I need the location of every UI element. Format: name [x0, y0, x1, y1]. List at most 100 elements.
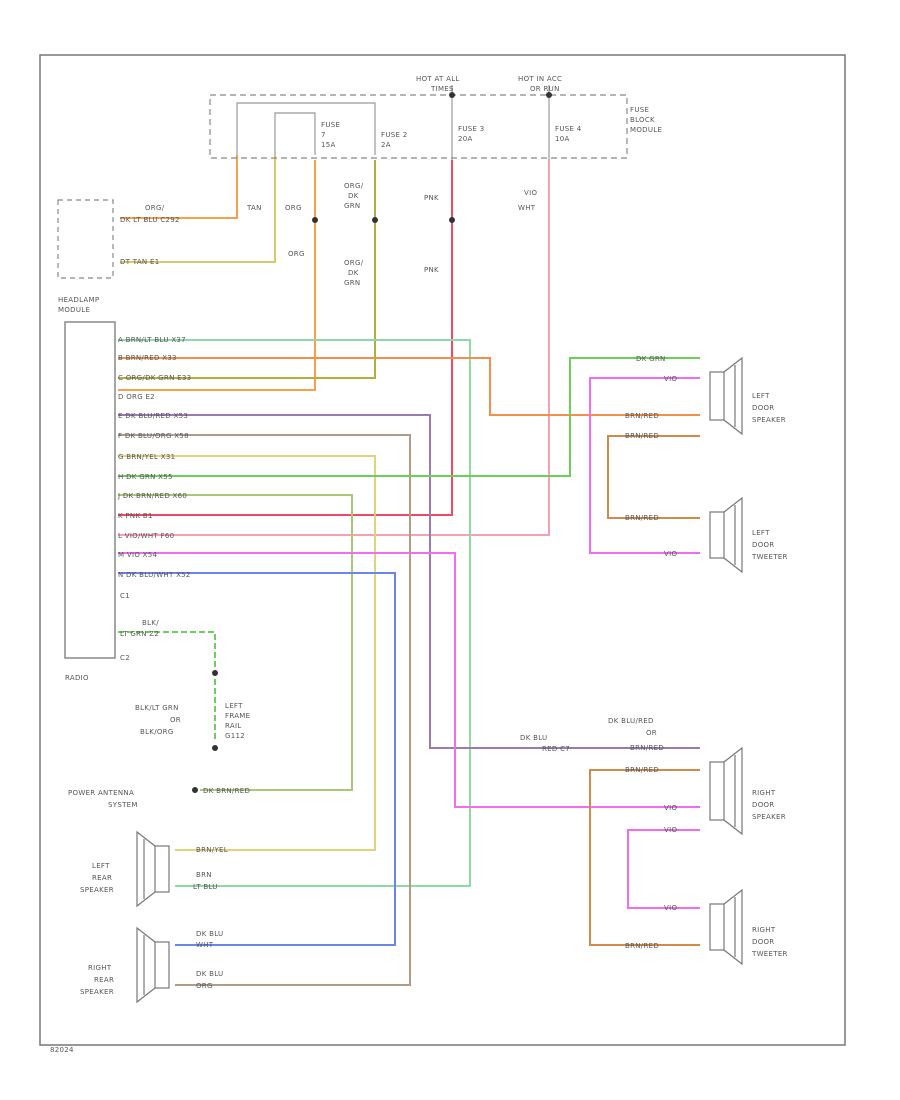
radio-title: RADIO [65, 674, 89, 682]
connector-dots [192, 92, 552, 793]
right-door-speaker-wire-top-2: OR [646, 729, 657, 737]
ground-labels: BLK/LT GRN OR BLK/ORG LEFT FRAME RAIL G1… [135, 702, 250, 740]
fuse-block-labels: HOT AT ALL TIMES HOT IN ACC OR RUN FUSE … [321, 75, 662, 149]
left-door-speaker-wire-1: DK GRN [636, 355, 666, 363]
left-rear-speaker-label-1: LEFT [92, 862, 110, 870]
right-door-tweeter-label-2: DOOR [752, 938, 774, 946]
ground-wire-2: OR [170, 716, 181, 724]
right-door-speaker-wire-a1: DK BLU [520, 734, 547, 742]
fuse-bus-a [236, 102, 376, 155]
right-door-speaker-wire-3: VIO [664, 826, 677, 834]
radio-labels: HEADLAMP MODULE A BRN/LT BLU X37 B BRN/R… [58, 296, 191, 682]
wire-label-org-dkgrn2-b: DK [348, 269, 359, 277]
fuse-2-rating: 2A [381, 141, 391, 149]
radio-ground-wire-a: BLK/ [142, 619, 159, 627]
ground-loc-3: RAIL [225, 722, 242, 730]
right-rear-speaker-wire-2a: DK BLU [196, 970, 223, 978]
or-run-label: OR RUN [530, 85, 560, 93]
dimmer-labels: ORG/ DK LT BLU C292 DT TAN E1 [120, 204, 180, 266]
radio-ground-wire-b: LT GRN Z2 [120, 630, 159, 638]
wire-label-org-dkgrn2-a: ORG/ [344, 259, 364, 267]
right-rear-speaker-label-1: RIGHT [88, 964, 112, 972]
hot-at-all-label: HOT AT ALL [416, 75, 460, 83]
left-rear-speaker-symbol [136, 830, 170, 908]
wire-label-vio: VIO [524, 189, 537, 197]
radio-pin-c: C ORG/DK GRN E33 [118, 374, 191, 382]
left-door-tweeter-labels: LEFT DOOR TWEETER BRN/RED VIO [625, 514, 788, 561]
left-door-tweeter-symbol [709, 496, 743, 574]
fuse-2-name: FUSE 2 [381, 131, 408, 139]
connector-c1-label: C1 [120, 592, 130, 600]
right-door-tweeter-labels: RIGHT DOOR TWEETER VIO BRN/RED [625, 904, 787, 958]
left-door-tweeter-label-1: LEFT [752, 529, 770, 537]
wire-label-org-dkgrn-b: DK [348, 192, 359, 200]
fuse-4-name: FUSE 4 [555, 125, 582, 133]
fuse-1-rating: 7 [321, 131, 326, 139]
fuse-bus-b [274, 112, 316, 155]
times-label: TIMES [430, 85, 454, 93]
left-rear-speaker-wire-2a: BRN [196, 871, 212, 879]
left-rear-speaker-wire-1: BRN/YEL [196, 846, 228, 854]
right-door-tweeter-wire-1: VIO [664, 904, 677, 912]
wire-dkblu-red [118, 414, 700, 749]
right-door-speaker-label-2: DOOR [752, 801, 774, 809]
fuse-4-rating: 10A [555, 135, 570, 143]
radio-pin-j: J DK BRN/RED X60 [117, 492, 187, 500]
wire-label-org-dkgrn-c: GRN [344, 202, 360, 210]
right-door-speaker-label-3: SPEAKER [752, 813, 786, 821]
wire-brn-red-right [589, 769, 700, 946]
wire-tan-dimmer [120, 155, 238, 219]
right-door-tweeter-symbol [709, 888, 743, 966]
power-antenna-wire: DK BRN/RED [203, 787, 250, 795]
wire-brn-red-left [118, 357, 700, 416]
wire-vio-right [627, 829, 700, 909]
right-door-speaker-wire-2: VIO [664, 804, 677, 812]
wire-brn-ltblu [118, 339, 471, 887]
dimmer-wire-1b: DK LT BLU C292 [120, 216, 180, 224]
radio-pin-f: F DK BLU/ORG X58 [118, 432, 189, 440]
right-rear-speaker-symbol [136, 926, 170, 1004]
power-antenna-label-1: POWER ANTENNA [68, 789, 134, 797]
fuse-block-title-2: BLOCK [630, 116, 655, 124]
dimmer-wire-2: DT TAN E1 [120, 258, 159, 266]
radio-pin-l: L VIO/WHT F60 [118, 532, 174, 540]
left-rear-speaker-label-2: REAR [92, 874, 112, 882]
power-antenna-label-2: SYSTEM [108, 801, 138, 809]
left-door-tweeter-label-2: DOOR [752, 541, 774, 549]
left-door-speaker-symbol [709, 356, 743, 436]
right-door-speaker-labels: RIGHT DOOR SPEAKER DK BLU/RED OR BRN/RED… [520, 717, 786, 834]
fuse-block-title-3: MODULE [630, 126, 662, 134]
top-wire-labels: TAN ORG ORG ORG/ DK GRN ORG/ DK GRN PNK … [246, 182, 537, 287]
left-door-tweeter-label-3: TWEETER [751, 553, 788, 561]
dimmer-wire-1a: ORG/ [145, 204, 165, 212]
power-antenna-labels: POWER ANTENNA SYSTEM DK BRN/RED [68, 787, 250, 809]
wires [118, 155, 700, 986]
radio-module [64, 321, 116, 659]
left-rear-speaker-labels: LEFT REAR SPEAKER BRN/YEL BRN LT BLU [80, 846, 228, 894]
left-door-tweeter-wire-1: BRN/RED [625, 514, 659, 522]
wire-ground [118, 631, 216, 740]
wire-label-org-2: ORG [288, 250, 305, 258]
radio-pin-k: K PNK B1 [118, 512, 153, 520]
wire-dkblu-org [118, 434, 411, 986]
left-door-tweeter-wire-2: VIO [664, 550, 677, 558]
wire-dkgrn [118, 357, 700, 477]
wire-org-fuse1 [118, 160, 316, 391]
left-door-speaker-label-2: DOOR [752, 404, 774, 412]
left-rear-speaker-wire-2b: LT BLU [193, 883, 218, 891]
right-door-tweeter-wire-2: BRN/RED [625, 942, 659, 950]
wire-brn-yel [118, 455, 376, 851]
wire-label-wht: WHT [518, 204, 536, 212]
radio-pin-b: B BRN/RED X33 [118, 354, 177, 362]
right-door-speaker-wire-top-1: DK BLU/RED [608, 717, 654, 725]
diagram-id: 82024 [50, 1046, 74, 1054]
right-door-speaker-wire-top-3: BRN/RED [630, 744, 664, 752]
radio-pin-m: M VIO X54 [118, 551, 158, 559]
right-rear-speaker-label-2: REAR [94, 976, 114, 984]
right-rear-speaker-wire-1a: DK BLU [196, 930, 223, 938]
right-rear-speaker-wire-1b: WHT [196, 941, 214, 949]
left-door-speaker-wire-3: BRN/RED [625, 412, 659, 420]
left-door-speaker-wire-2: VIO [664, 375, 677, 383]
ground-wire-3: BLK/ORG [140, 728, 174, 736]
